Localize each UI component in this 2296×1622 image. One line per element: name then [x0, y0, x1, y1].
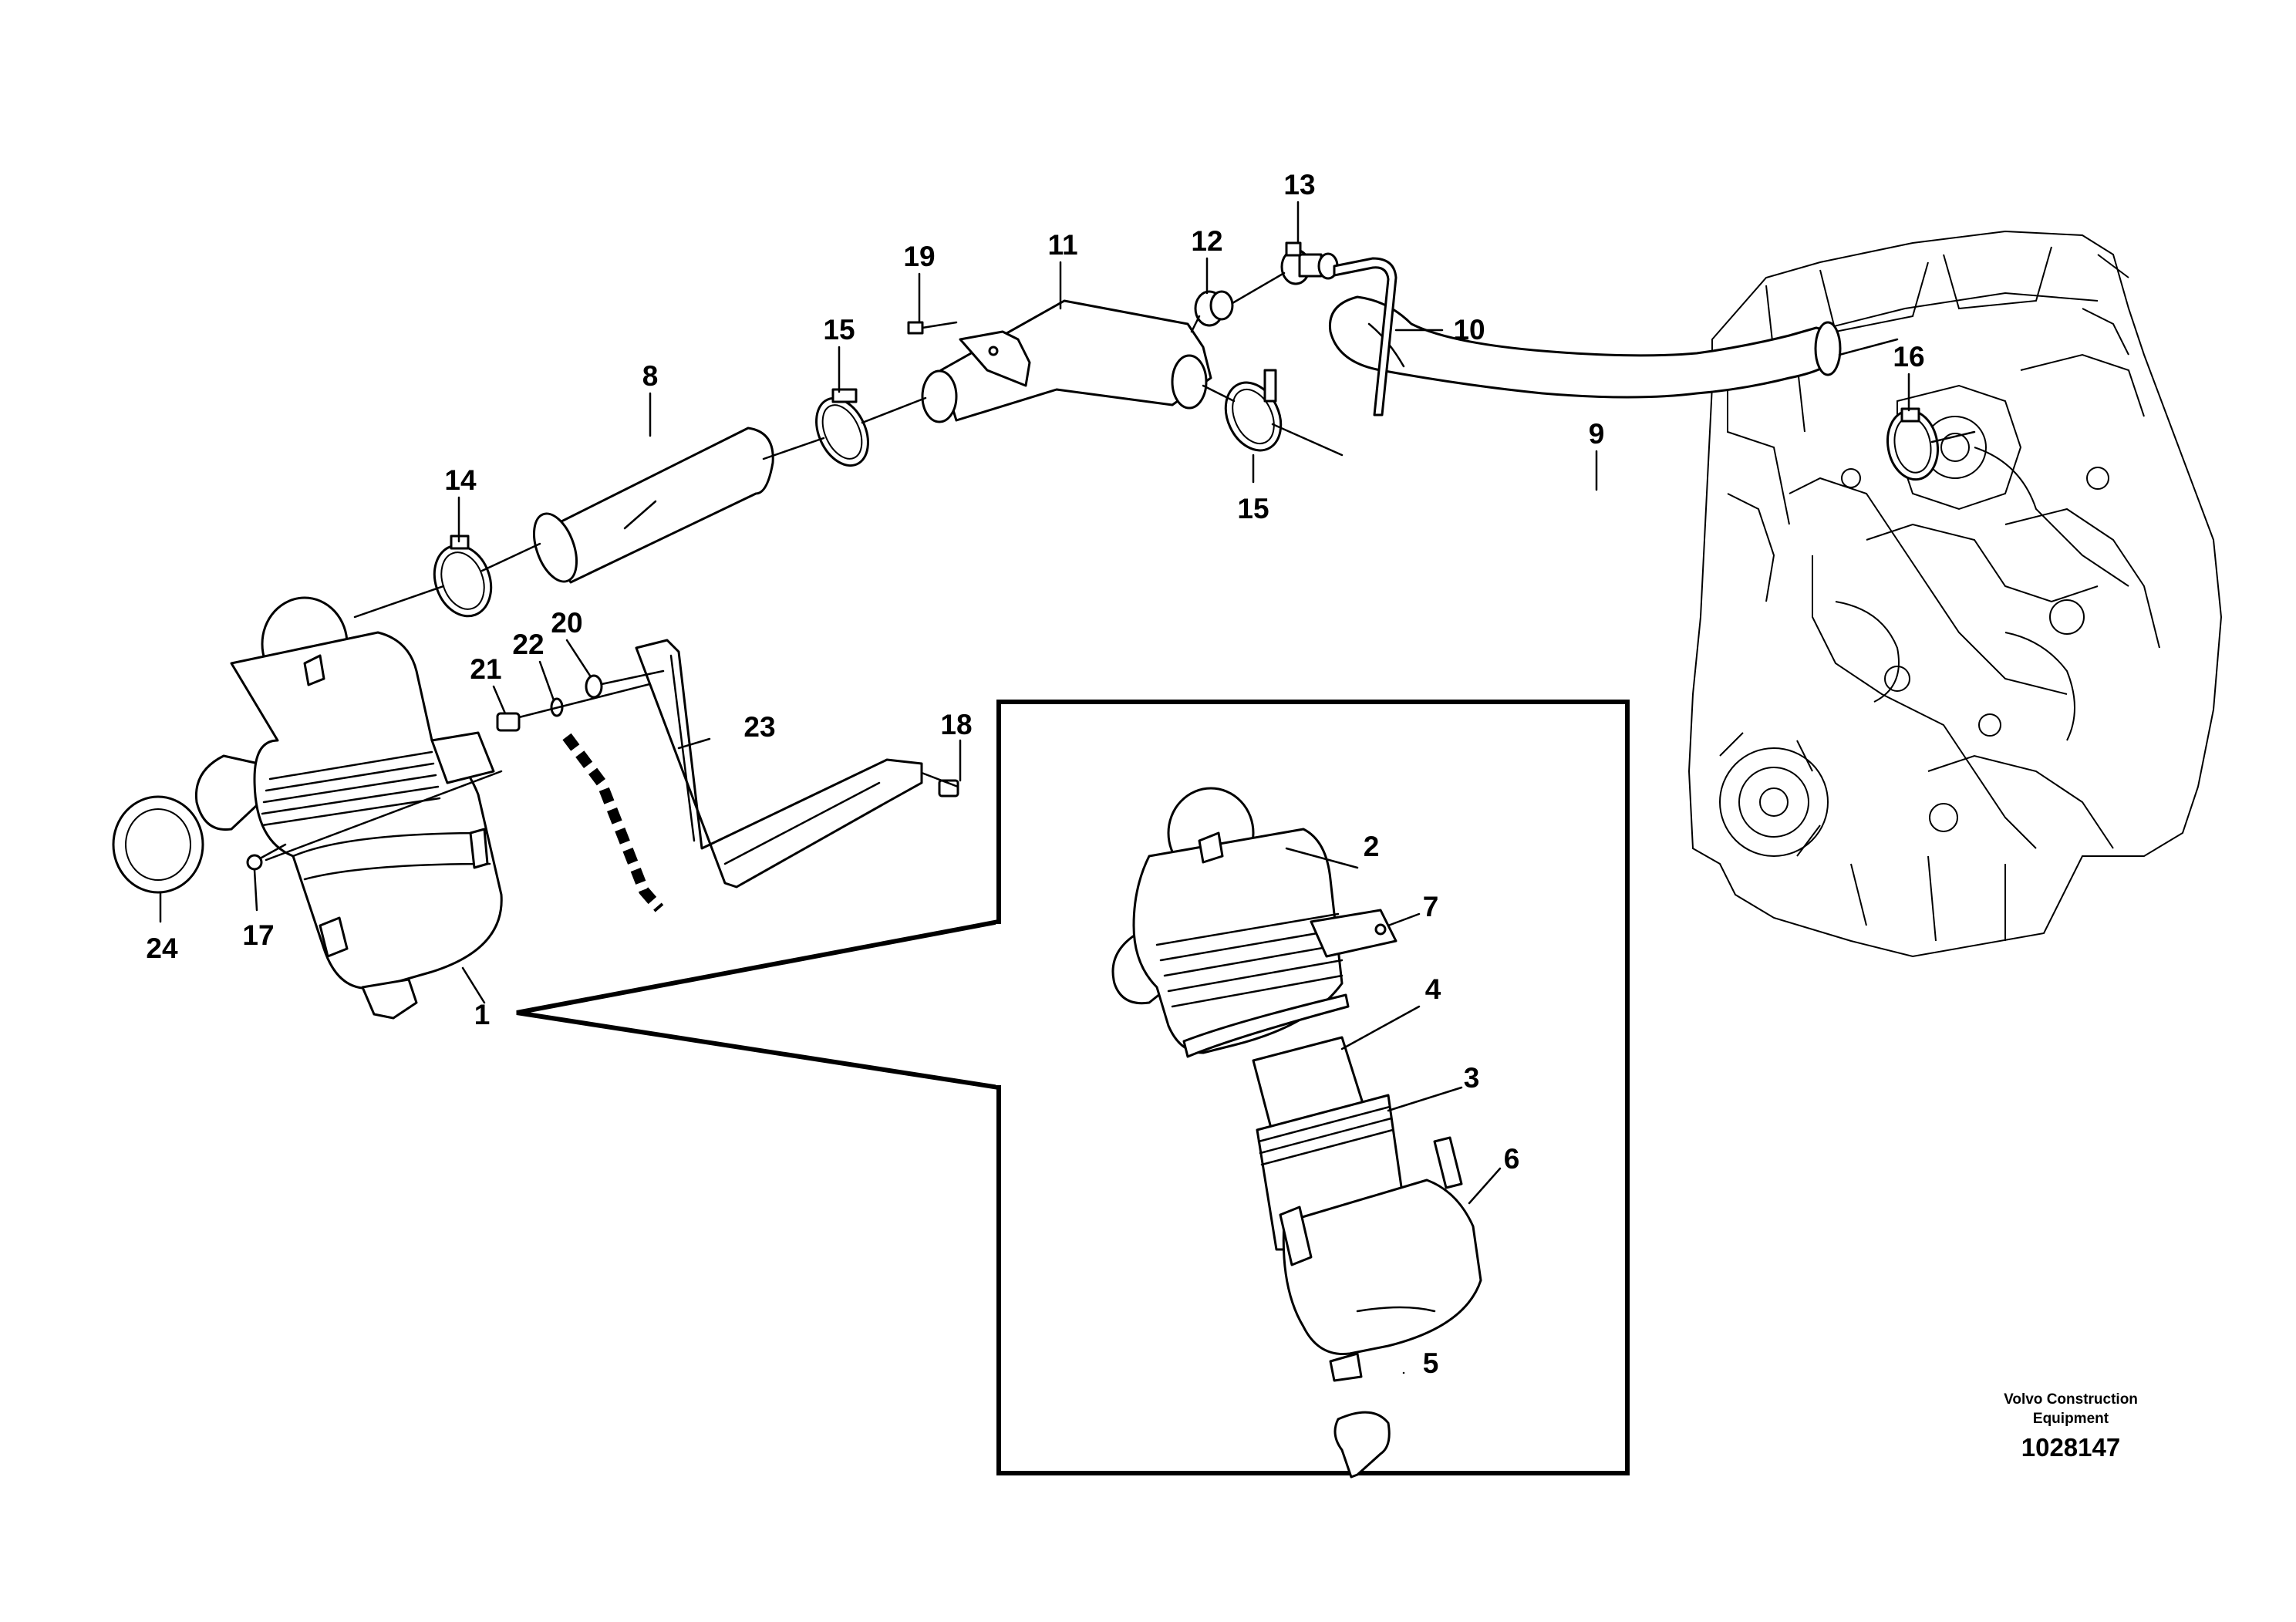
callout-21: 21: [470, 653, 501, 685]
callout-4: 4: [1425, 973, 1441, 1005]
callout-13: 13: [1283, 169, 1315, 201]
bolt-21: [496, 677, 673, 732]
detail-cover-6: [1279, 1136, 1482, 1356]
leader-lines: [159, 201, 1976, 1004]
hose-9: [1328, 295, 1842, 399]
callout-5: 5: [1423, 1347, 1439, 1379]
clamp-15-upper: [815, 388, 869, 467]
callout-20: 20: [551, 607, 582, 639]
callout-14: 14: [444, 464, 477, 496]
callout-7: 7: [1423, 891, 1439, 922]
callout-17: 17: [242, 919, 274, 951]
detail-valve-5: [1329, 1352, 1391, 1479]
callout-8: 8: [642, 360, 659, 392]
sensor-13: [1280, 241, 1339, 285]
tube-8: [533, 427, 774, 584]
credit-line-1: Volvo Construction: [2004, 1391, 2138, 1408]
seal-24: [112, 795, 204, 894]
credit-line-2: Equipment: [2033, 1411, 2109, 1427]
reference-number: 1028147: [2021, 1433, 2120, 1462]
detail-leader-lines: [1285, 847, 1502, 1374]
callout-15-lower: 15: [1237, 493, 1269, 524]
nut-17: [246, 843, 287, 871]
hose-10: [1333, 257, 1397, 416]
bracket-23: [635, 639, 923, 889]
clamp-14: [433, 534, 493, 618]
fitting-12: [1194, 290, 1234, 327]
callout-1: 1: [474, 999, 491, 1030]
callout-16: 16: [1893, 341, 1924, 373]
callout-24: 24: [146, 932, 178, 964]
clamp-15-lower: [1224, 369, 1283, 452]
callout-19: 19: [903, 241, 935, 272]
detail-bracket-7: [1310, 909, 1397, 958]
callout-9: 9: [1589, 418, 1605, 450]
callout-12: 12: [1191, 225, 1222, 257]
air-filter-1: [194, 596, 503, 1020]
engine-block-illustration: [1687, 230, 2223, 958]
clamp-16: [1886, 407, 1939, 481]
callout-3: 3: [1464, 1062, 1480, 1094]
callout-11: 11: [1047, 229, 1077, 261]
callout-18: 18: [940, 709, 972, 740]
callout-labels: 1 2 3 4 5 6 7 8 9 10 11 12 13 14 15 15 1…: [146, 169, 1924, 1379]
callout-10: 10: [1453, 314, 1485, 346]
tube-11: [921, 299, 1212, 423]
detail-filter-housing-2: [1111, 787, 1350, 1058]
strap-dashed: [562, 733, 664, 912]
detail-pointer: [516, 919, 1001, 1091]
callout-6: 6: [1504, 1143, 1520, 1175]
callout-2: 2: [1364, 831, 1380, 862]
callout-22: 22: [512, 629, 544, 660]
screw-19: [907, 321, 958, 335]
callout-23: 23: [743, 711, 775, 743]
callout-15-upper: 15: [823, 314, 855, 346]
washer-20: [585, 674, 603, 699]
